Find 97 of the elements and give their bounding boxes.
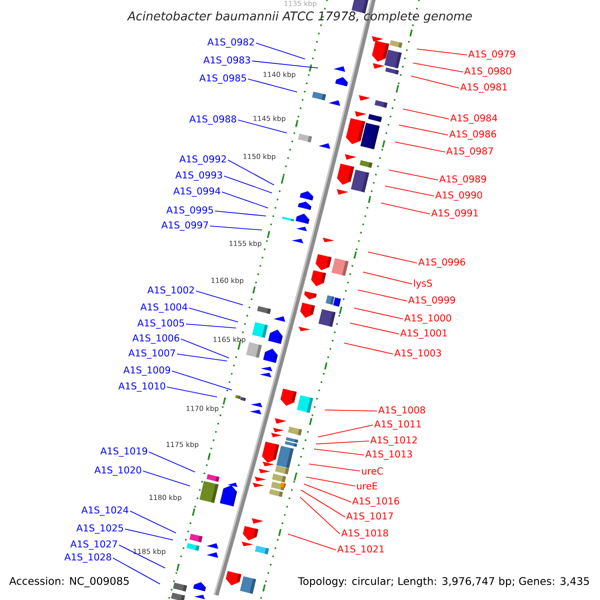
leader-line xyxy=(416,48,468,56)
leader-line xyxy=(222,192,268,208)
gene-label: A1S_0991 xyxy=(431,209,478,219)
leader-line xyxy=(324,410,378,412)
gene-label: A1S_1011 xyxy=(374,420,421,430)
leader-line xyxy=(388,170,438,180)
leader-line xyxy=(196,290,244,306)
gene-label: A1S_1010 xyxy=(118,382,166,392)
gene-label: A1S_1007 xyxy=(128,349,175,359)
gene-label: A1S_1004 xyxy=(140,303,188,313)
gene-label: A1S_1028 xyxy=(64,553,112,563)
gene-label: A1S_0985 xyxy=(199,74,246,84)
gene-label: A1S_1021 xyxy=(337,545,384,555)
leader-line xyxy=(148,452,196,472)
leader-line xyxy=(314,448,364,456)
leader-line xyxy=(172,370,232,390)
leader-line xyxy=(180,338,230,358)
gene-label: A1S_0994 xyxy=(173,187,220,197)
leader-line xyxy=(176,354,228,362)
gene-label: A1S_1025 xyxy=(76,524,123,534)
leader-line xyxy=(384,186,434,196)
leader-line xyxy=(306,476,356,486)
gene-label: A1S_0993 xyxy=(175,171,222,181)
leader-line xyxy=(238,120,288,134)
leader-line xyxy=(318,424,374,438)
leader-line xyxy=(228,160,274,186)
leader-line xyxy=(130,510,176,534)
gene-label: A1S_0990 xyxy=(435,191,482,201)
leader-line xyxy=(142,470,190,486)
leader-line xyxy=(252,60,318,68)
leader-line xyxy=(256,42,306,60)
gene-label: A1S_0988 xyxy=(189,115,236,125)
gene-label: A1S_0986 xyxy=(449,130,496,140)
leader-line xyxy=(358,290,408,302)
gene-label: A1S_0995 xyxy=(166,206,213,216)
gene-label: lysS xyxy=(414,279,432,289)
gene-label: A1S_0982 xyxy=(207,38,254,48)
leader-line xyxy=(354,308,404,320)
gene-label: A1S_0987 xyxy=(446,147,493,157)
leader-line xyxy=(248,78,298,92)
leader-line xyxy=(350,322,400,334)
leader-line xyxy=(300,490,346,518)
leader-line xyxy=(398,124,448,136)
gene-label: A1S_1006 xyxy=(132,334,180,344)
gene-label: A1S_1000 xyxy=(404,314,452,324)
gene-label: A1S_1017 xyxy=(346,512,393,522)
gene-label: A1S_1013 xyxy=(365,450,412,460)
leader-line xyxy=(304,484,352,502)
leader-line xyxy=(316,440,370,444)
gene-label: A1S_0997 xyxy=(161,221,208,231)
gene-label: A1S_1003 xyxy=(394,349,441,359)
leader-line xyxy=(402,108,450,120)
leader-line xyxy=(224,176,272,194)
gene-label: A1S_1027 xyxy=(70,540,117,550)
gene-label: A1S_0996 xyxy=(418,258,466,268)
gene-label: A1S_1016 xyxy=(352,497,400,507)
leader-line xyxy=(210,226,262,230)
leader-line xyxy=(308,464,360,472)
leader-line xyxy=(214,210,266,216)
gene-label: A1S_1002 xyxy=(147,286,194,296)
leader-line xyxy=(410,76,460,88)
gene-label: ureE xyxy=(357,482,378,490)
leader-line xyxy=(124,528,174,540)
leader-line xyxy=(300,496,340,534)
leader-line xyxy=(118,544,166,568)
gene-label: A1S_0989 xyxy=(439,175,486,185)
gene-label: A1S_0984 xyxy=(450,114,498,124)
gene-label: A1S_1019 xyxy=(100,447,148,457)
gene-label: A1S_1020 xyxy=(94,466,142,476)
gene-label: A1S_1009 xyxy=(123,366,170,376)
gene-label: A1S_1005 xyxy=(137,319,184,329)
gene-label: A1S_1012 xyxy=(370,436,417,446)
gene-label: A1S_0992 xyxy=(179,155,226,165)
gene-label: A1S_1001 xyxy=(400,329,447,339)
leader-line xyxy=(188,308,238,322)
title: Acinetobacter baumannii ATCC 17978, complete genome xyxy=(126,11,472,23)
leader-line xyxy=(288,534,336,550)
gene-label: ureC xyxy=(362,467,383,475)
gene-label: A1S_0981 xyxy=(460,83,507,93)
leader-line xyxy=(344,342,394,354)
leader-line xyxy=(166,386,218,398)
gene-label: A1S_1008 xyxy=(378,406,426,416)
leader-line xyxy=(412,62,464,72)
gene-label: A1S_0983 xyxy=(203,56,250,66)
gene-label: A1S_1018 xyxy=(341,529,388,539)
gene-label: A1S_0979 xyxy=(468,50,516,60)
leader-line xyxy=(380,202,430,214)
gene-label: A1S_0980 xyxy=(464,67,512,77)
accession-text: Accession: NC_009085 xyxy=(8,576,131,588)
leader-line xyxy=(362,272,412,284)
gene-label: A1S_0999 xyxy=(408,296,456,306)
leader-line xyxy=(186,324,236,328)
leader-line xyxy=(394,142,446,152)
leader-line xyxy=(112,558,160,584)
genome-info-text: Topology: circular; Length: 3,976,747 bp; Genes: 3,435 xyxy=(297,576,591,588)
gene-label: A1S_1024 xyxy=(81,506,128,516)
leader-line xyxy=(368,252,418,264)
